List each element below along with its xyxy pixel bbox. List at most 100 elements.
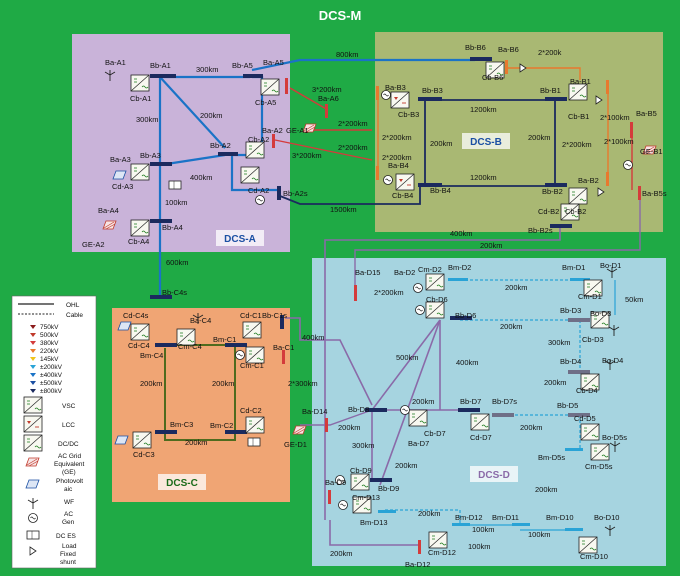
bus-bb-b1	[545, 97, 567, 101]
bus-bm-c2	[225, 430, 247, 434]
label-cd-d5: Cd-D5	[574, 414, 596, 423]
label-bm-d2: Bm-D2	[448, 263, 471, 272]
dist-b-2x200-l1: 2*200km	[382, 133, 412, 142]
dcs-c-title: DCS-C	[166, 478, 198, 489]
legend-ohl: OHL	[66, 302, 80, 309]
label-ba-d9: Ba-D9	[325, 478, 346, 487]
dist-a2-b4-2: 3*200km	[292, 151, 322, 160]
dist-b3-b1: 1200km	[470, 105, 497, 114]
line-c1s-d8	[285, 317, 373, 406]
legend-ac-grid-3: (GE)	[62, 469, 76, 476]
line-b2s-d15	[324, 226, 561, 520]
label-bo-d10: Bo-D10	[594, 513, 619, 522]
bus-ba-a5	[285, 78, 288, 94]
dist-d1-d1: 50km	[625, 295, 643, 304]
label-bb-b3: Bb-B3	[422, 86, 443, 95]
label-bb-d6: Bb-D6	[455, 311, 476, 320]
legend-load-1: Load	[62, 543, 77, 550]
legend-145kv: 145kV	[40, 356, 59, 363]
label-cm-d12: Cm-D12	[428, 548, 456, 557]
dcs-a-title: DCS-A	[224, 234, 256, 245]
label-bb-b2: Bb-B2	[542, 187, 563, 196]
label-cd-b2: Cd-B2	[538, 207, 559, 216]
label-ba-b3: Ba-B3	[385, 83, 406, 92]
dist-a5-b6: 800km	[336, 50, 359, 59]
vsc-cb-a1	[130, 74, 150, 92]
label-ba-d14: Ba-D14	[302, 407, 327, 416]
dcdc-cd-c1	[242, 321, 262, 339]
ac-gen-icon	[413, 283, 423, 293]
label-bo-d5s: Bo-D5s	[602, 433, 627, 442]
vsc-cb-d9	[350, 473, 370, 491]
dist-ge-a1-b3: 2*200km	[338, 119, 368, 128]
bus-ba-a2	[272, 134, 275, 148]
dcdc-cd-c3	[132, 431, 152, 449]
dist-d8-d7: 200km	[412, 397, 435, 406]
bus-bb-b3	[418, 97, 442, 101]
legend-220kv: 220kV	[40, 348, 59, 355]
bus-bb-b4	[418, 183, 442, 187]
dist-d15-d2: 2*200km	[374, 288, 404, 297]
label-cm-c4: Cm-C4	[178, 342, 202, 351]
line-b6-b1-orange	[505, 67, 581, 80]
dist-a1-a3: 300km	[136, 115, 159, 124]
bus-bb-d8	[365, 408, 387, 412]
label-cm-d2: Cm-D2	[418, 265, 442, 274]
dcdc-cd-a2	[240, 166, 260, 184]
bus-bb-c1s	[280, 315, 284, 329]
dist-d11-d10: 100km	[528, 530, 551, 539]
dist-d6-d3: 200km	[500, 322, 523, 331]
dist-d12-d11: 100km	[472, 525, 495, 534]
dc-es-icon	[247, 437, 261, 447]
label-bm-c2: Bm-C2	[210, 421, 233, 430]
ac-gen-icon	[28, 513, 38, 523]
distance-labels: 300km 300km 200km 400km 100km 600km 800k…	[136, 48, 643, 558]
label-ba-d12: Ba-D12	[405, 560, 430, 569]
dist-a1-a2: 200km	[200, 111, 223, 120]
label-ba-a1: Ba-A1	[105, 58, 126, 67]
dist-b-2x200-r: 2*200km	[562, 140, 592, 149]
bus-bb-b2s	[550, 224, 572, 228]
dist-a5-a6: 3*200km	[312, 85, 342, 94]
line-d13-d12	[385, 509, 461, 525]
label-cd-c3: Cd-C3	[133, 450, 155, 459]
label-cb-a2: Cb-A2	[248, 135, 269, 144]
label-ge-a1: GE-A1	[286, 126, 309, 135]
dist-a3-a2: 400km	[190, 173, 213, 182]
bus-bb-d9	[370, 478, 392, 482]
label-cb-d3: Cb-D3	[582, 335, 604, 344]
dc-es-icon	[26, 530, 40, 540]
label-ba-a2: Ba-A2	[262, 126, 283, 135]
dist-a3-a4: 100km	[165, 198, 188, 207]
legend: OHL Cable 750kV 500kV 380kV 220kV 145kV …	[18, 302, 85, 566]
line-a2s-b4	[279, 186, 421, 205]
bus-ba-b3	[376, 86, 379, 100]
legend-wf: WF	[64, 499, 74, 506]
bus-bm-d10	[565, 528, 583, 531]
label-bm-d1: Bm-D1	[562, 263, 585, 272]
label-ba-d7: Ba-D7	[408, 439, 429, 448]
label-bm-d5s: Bm-D5s	[538, 453, 565, 462]
label-bm-d13: Bm-D13	[360, 518, 388, 527]
label-bb-a1: Bb-A1	[150, 61, 171, 70]
label-cb-b2: Cb-B2	[565, 207, 586, 216]
dcdc-icon	[23, 434, 43, 452]
label-cb-d9: Cb-D9	[350, 466, 372, 475]
line-d14-d8	[300, 409, 373, 426]
vsc-cm-d2	[425, 273, 445, 291]
label-cm-c1: Cm-C1	[240, 361, 264, 370]
vsc-cb-b2	[568, 187, 588, 205]
line-a2-b4	[274, 139, 373, 161]
line-a5-b6	[251, 58, 475, 72]
label-ba-b2: Ba-B2	[578, 176, 599, 185]
dist-d2-d1: 200km	[505, 283, 528, 292]
dist-b-2x200-l2: 2*200km	[382, 153, 412, 162]
legend-380kv: 380kV	[40, 340, 59, 347]
label-ba-b1: Ba-B1	[570, 77, 591, 86]
legend-500kv: 500kV	[40, 332, 59, 339]
dist-d8-d6: 500km	[396, 353, 419, 362]
dist-b4-b2: 1200km	[470, 173, 497, 182]
legend-750kv: 750kV	[40, 324, 59, 331]
dist-c1s-d8: 400km	[302, 333, 325, 342]
